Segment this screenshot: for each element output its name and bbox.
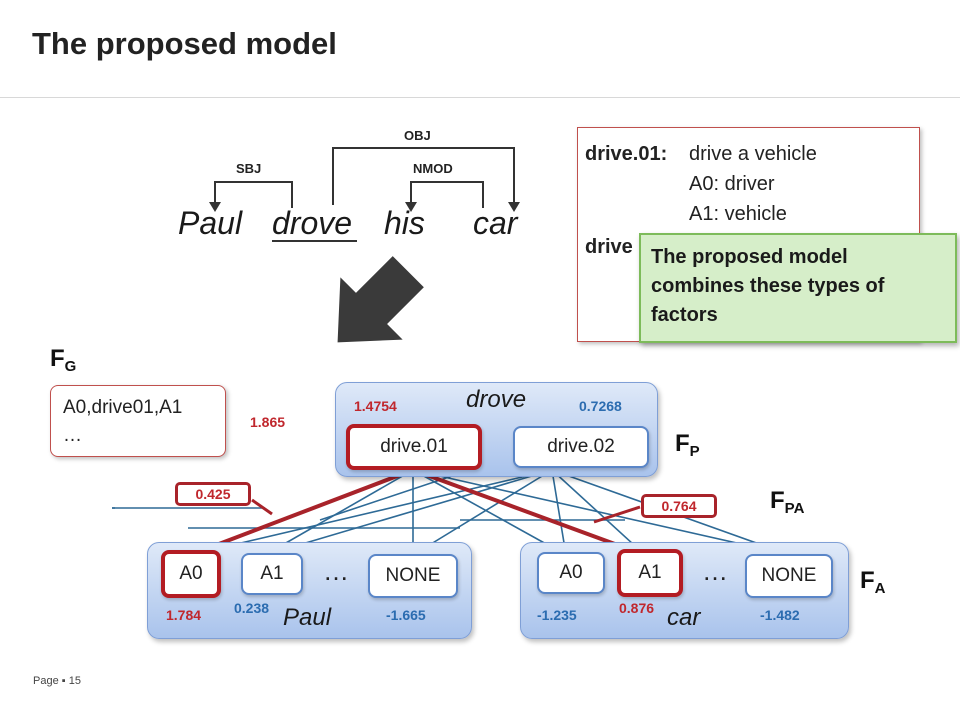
sense-drive01-name: drive.01:: [585, 143, 668, 165]
dependency-arcs: [214, 147, 515, 208]
dep-label-nmod: NMOD: [413, 161, 453, 176]
car-ellipsis: …: [702, 556, 728, 586]
title-divider: [0, 97, 960, 98]
word-car: car: [473, 205, 518, 241]
sense-drive01-a0: A0: driver: [689, 173, 775, 195]
obj-arrowhead: [508, 202, 520, 212]
page-number: 15: [68, 675, 81, 687]
factor-label-fa: FA: [860, 567, 886, 597]
dependency-arrowheads: [209, 202, 520, 212]
node-paul-a0: A0: [161, 550, 221, 598]
sense-drive01-a1: A1: vehicle: [689, 203, 787, 225]
factor-label-fg: FG: [50, 345, 77, 375]
callout-pointers: [251, 498, 641, 524]
factor-lines-red: [189, 468, 646, 557]
sbj-arrowhead: [209, 202, 221, 212]
dep-label-obj: OBJ: [404, 128, 431, 143]
paul-none-score: -1.665: [386, 607, 426, 623]
dep-label-sbj: SBJ: [236, 161, 262, 176]
global-factor-score: 1.865: [250, 414, 286, 430]
nmod-arc: [410, 181, 484, 208]
word-paul: Paul: [178, 205, 243, 241]
sbj-arc: [214, 181, 293, 208]
car-none-score: -1.482: [760, 607, 800, 623]
node-paul-none: NONE: [368, 554, 458, 598]
paul-ellipsis: …: [323, 556, 349, 586]
combination-callout: The proposed model combines these types …: [639, 233, 957, 343]
node-car-none: NONE: [745, 554, 833, 598]
drive02-score: 0.7268: [579, 398, 622, 414]
global-factor-line2: …: [63, 425, 82, 446]
factor-label-fpa: FPA: [770, 487, 805, 517]
global-factor-box: A0,drive01,A1 …: [50, 385, 226, 457]
word-drove: drove: [272, 205, 353, 241]
paul-a0-score: 1.784: [166, 607, 202, 623]
nmod-arrowhead: [405, 202, 417, 212]
big-down-arrow: [337, 256, 424, 343]
car-a0-score: -1.235: [537, 607, 577, 623]
slide-title: The proposed model: [32, 26, 337, 61]
sense-drive01-gloss: drive a vehicle: [689, 143, 817, 165]
global-factor-line1: A0,drive01,A1: [63, 397, 183, 418]
factor-lines-blue: [112, 469, 791, 556]
pair-score-right: 0.764: [641, 494, 717, 518]
pair-score-left: 0.425: [175, 482, 251, 506]
node-drive01: drive.01: [346, 424, 482, 470]
car-a1-score: 0.876: [619, 600, 655, 616]
node-car-a1: A1: [617, 549, 683, 597]
node-paul-a1: A1: [241, 553, 303, 595]
factor-label-fp: FP: [675, 430, 700, 460]
footer-label: Page: [33, 675, 59, 687]
sense-drive02-name: drive: [585, 236, 633, 258]
obj-arc: [332, 147, 515, 205]
car-group-name: car: [667, 604, 701, 631]
node-drive02: drive.02: [513, 426, 649, 468]
drove-group-name: drove: [466, 386, 527, 413]
node-car-a0: A0: [537, 552, 605, 594]
word-his: his: [384, 205, 425, 241]
drive01-score: 1.4754: [354, 398, 397, 414]
page-footer: Page ▪ 15: [33, 675, 81, 687]
paul-a1-score: 0.238: [234, 600, 270, 616]
paul-group-name: Paul: [283, 604, 332, 631]
